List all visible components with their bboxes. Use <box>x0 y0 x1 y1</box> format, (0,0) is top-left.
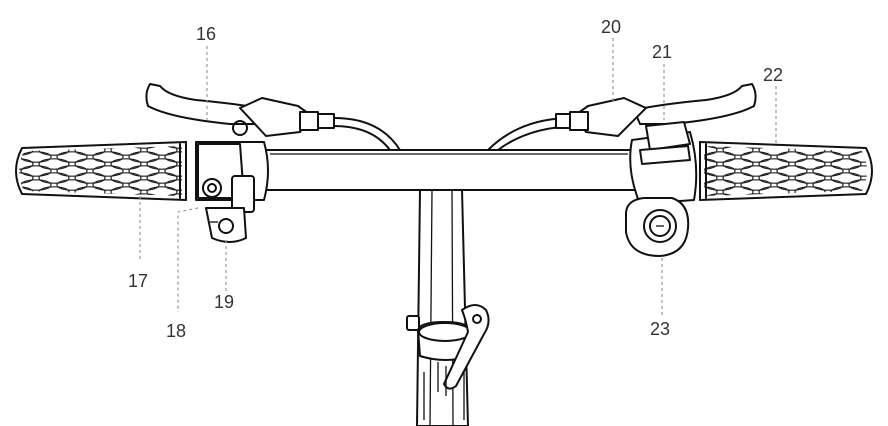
left-control-block <box>195 141 269 243</box>
callout-17: 17 <box>128 271 149 291</box>
callout-23: 23 <box>650 319 671 339</box>
quick-release-clamp <box>406 304 490 396</box>
callout-21: 21 <box>652 42 673 62</box>
callout-22: 22 <box>763 65 784 85</box>
left-brake-lever <box>145 83 335 137</box>
callout-16: 16 <box>196 24 217 44</box>
brake-cables <box>333 117 581 151</box>
callout-20: 20 <box>601 17 622 37</box>
callout-19: 19 <box>214 292 235 312</box>
stem-tube <box>416 189 469 426</box>
right-grip <box>699 141 873 201</box>
callout-18: 18 <box>166 321 187 341</box>
leader-lines <box>139 38 777 316</box>
left-grip <box>15 141 187 201</box>
right-display-unit <box>625 121 698 257</box>
handlebar-tube <box>256 149 642 191</box>
